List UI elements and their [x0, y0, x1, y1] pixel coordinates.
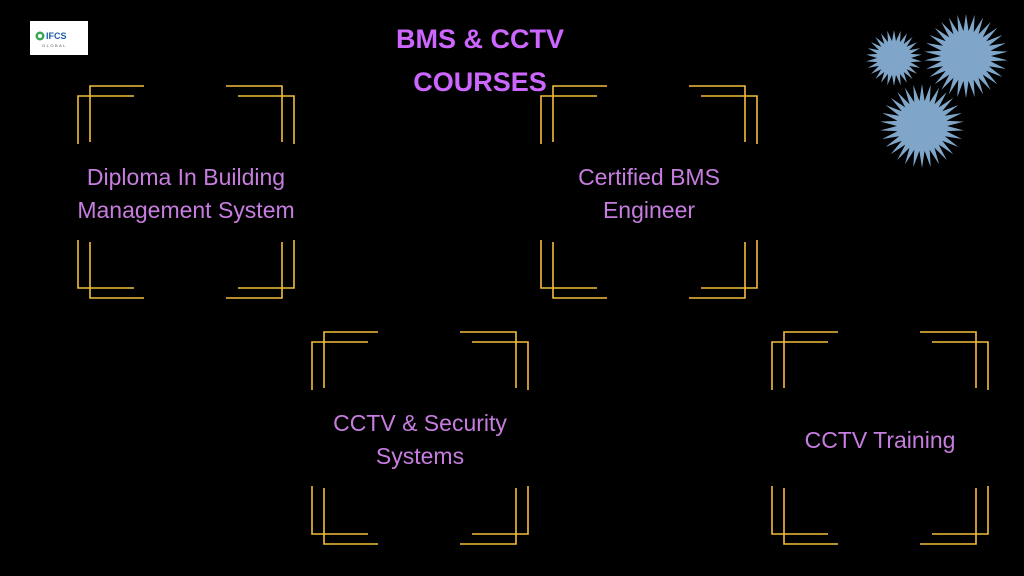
- course-card-label: Certified BMS Engineer: [519, 84, 779, 304]
- frame-bracket: [701, 240, 758, 289]
- course-card-certified-bms[interactable]: Certified BMS Engineer: [539, 84, 759, 304]
- frame-bracket: [323, 331, 378, 388]
- course-name-line-2: Systems: [375, 443, 465, 469]
- frame-bracket: [689, 85, 746, 142]
- course-name-line-1: Diploma In Building: [86, 164, 286, 190]
- course-name-line-2: Engineer: [602, 197, 696, 223]
- frame-bracket: [771, 486, 828, 535]
- frame-bracket: [783, 488, 838, 545]
- course-name-line-1: Certified BMS: [578, 164, 720, 190]
- starburst-large-bottom: [880, 84, 964, 168]
- svg-text:GLOBAL: GLOBAL: [42, 43, 67, 48]
- course-name-line-1: CCTV Training: [804, 426, 956, 453]
- frame-bracket: [783, 331, 838, 388]
- corner-frame: [540, 85, 758, 299]
- starburst-icon: [860, 12, 1010, 177]
- frame-bracket: [77, 95, 134, 144]
- frame-bracket: [226, 242, 283, 299]
- frame-bracket: [920, 331, 977, 388]
- frame-bracket: [689, 242, 746, 299]
- frame-bracket: [238, 95, 295, 144]
- frame-bracket: [771, 341, 828, 390]
- course-card-cctv-security[interactable]: CCTV & Security Systems: [310, 330, 530, 550]
- frame-bracket: [472, 341, 529, 390]
- frame-bracket: [932, 486, 989, 535]
- frame-bracket: [472, 486, 529, 535]
- frame-bracket: [701, 95, 758, 144]
- frame-bracket: [238, 240, 295, 289]
- frame-bracket: [932, 341, 989, 390]
- course-card-label: Diploma In Building Management System: [56, 84, 316, 304]
- frame-bracket: [311, 341, 368, 390]
- corner-frame: [771, 331, 989, 545]
- course-card-cctv-training[interactable]: CCTV Training: [770, 330, 990, 550]
- frame-bracket: [226, 85, 283, 142]
- frame-bracket: [540, 95, 597, 144]
- course-name-line-1: CCTV & Security: [333, 410, 507, 436]
- frame-bracket: [540, 240, 597, 289]
- frame-bracket: [311, 486, 368, 535]
- course-card-label: CCTV & Security Systems: [290, 330, 550, 550]
- corner-frame: [311, 331, 529, 545]
- frame-bracket: [323, 488, 378, 545]
- course-card-diploma-bms[interactable]: Diploma In Building Management System: [76, 84, 296, 304]
- frame-bracket: [920, 488, 977, 545]
- frame-bracket: [460, 331, 517, 388]
- course-name-line-2: Management System: [77, 197, 295, 223]
- corner-frame: [77, 85, 295, 299]
- svg-text:IFCS: IFCS: [46, 31, 67, 41]
- frame-bracket: [460, 488, 517, 545]
- frame-bracket: [552, 242, 607, 299]
- frame-bracket: [89, 85, 144, 142]
- page-title: BMS & CCTV COURSES: [340, 18, 620, 104]
- frame-bracket: [552, 85, 607, 142]
- frame-bracket: [77, 240, 134, 289]
- starburst-small: [866, 30, 922, 86]
- ifcs-logo-icon: IFCS GLOBAL: [35, 31, 67, 48]
- course-card-label: CCTV Training: [750, 330, 1010, 550]
- starburst-large-right: [924, 14, 1008, 98]
- title-line-2: COURSES: [413, 67, 547, 97]
- title-line-1: BMS & CCTV: [396, 24, 564, 54]
- company-logo: IFCS GLOBAL: [30, 21, 88, 55]
- frame-bracket: [89, 242, 144, 299]
